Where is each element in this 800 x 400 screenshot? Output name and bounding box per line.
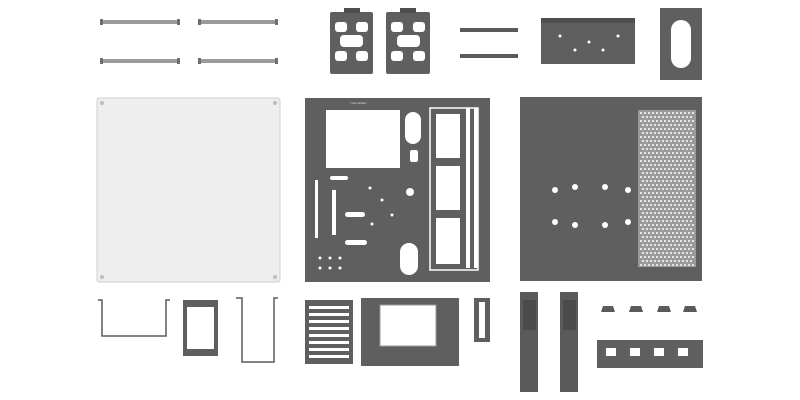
feet-group xyxy=(601,306,697,312)
pump-bracket xyxy=(660,8,702,80)
mainboard-tray: Thermaltake xyxy=(305,98,490,282)
rear-panel-with-mesh xyxy=(520,97,702,281)
tempered-glass-panel xyxy=(96,97,281,283)
pci-bracket-stack xyxy=(305,300,353,364)
support-leg-right xyxy=(560,292,578,392)
tray-brand-mark: Thermaltake xyxy=(350,101,367,105)
mesh-perforation xyxy=(640,112,694,266)
drive-cage-left xyxy=(330,8,373,74)
foot xyxy=(657,306,671,312)
bracket-u-left xyxy=(98,299,170,337)
mounting-rails xyxy=(460,28,518,58)
bracket-u-right xyxy=(236,297,278,363)
rod xyxy=(100,20,180,24)
rod xyxy=(198,20,278,24)
drive-cage-right xyxy=(386,8,430,74)
rod xyxy=(100,59,180,63)
rail xyxy=(460,54,518,58)
support-leg-left xyxy=(520,292,538,392)
foot xyxy=(683,306,697,312)
fan-bracket xyxy=(597,340,703,368)
foot xyxy=(601,306,615,312)
foot xyxy=(629,306,643,312)
io-plate xyxy=(361,298,459,366)
rail xyxy=(460,28,518,32)
rod xyxy=(198,59,278,63)
slim-bracket xyxy=(474,298,490,342)
small-plate xyxy=(183,300,218,356)
rods-group xyxy=(100,19,278,64)
drive-bracket xyxy=(541,18,635,64)
